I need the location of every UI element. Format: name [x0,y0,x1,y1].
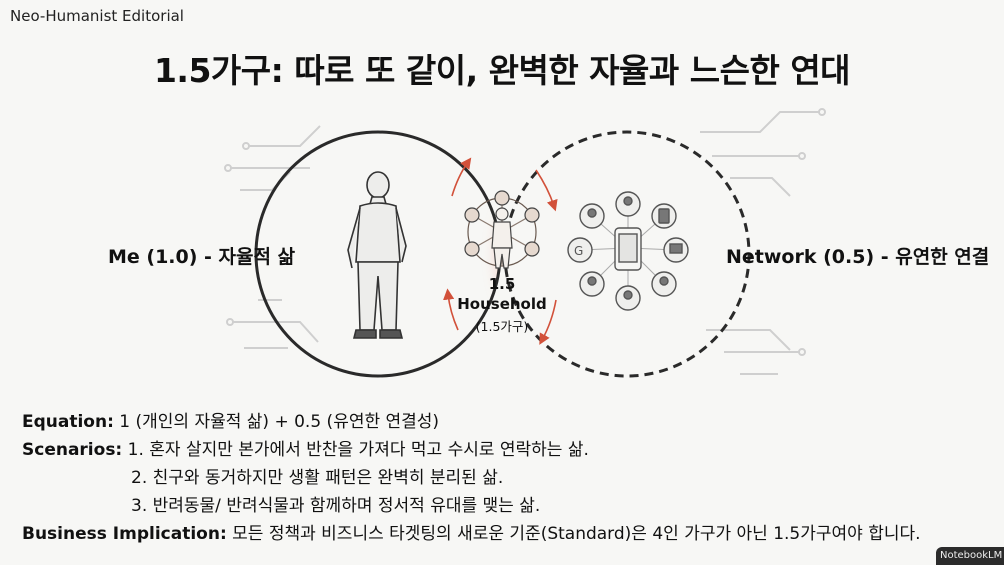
scenario-row-3: 3. 반려동물/ 반려식물과 함께하며 정서적 유대를 맺는 삶. [22,492,994,520]
svg-text:G: G [574,244,583,258]
implication-row: Business Implication: 모든 정책과 비즈니스 타겟팅의 새… [22,520,994,548]
circuit-lines-left [224,125,321,349]
implication-label: Business Implication: [22,524,227,544]
scenario-item-2: 2. 친구와 동거하지만 생활 패턴은 완벽히 분리된 삶. [131,468,504,488]
network-icons: G [567,191,689,311]
scenario-item-1: 1. 혼자 살지만 본가에서 반찬을 가져다 먹고 수시로 연락하는 삶. [127,440,589,460]
center-value: 1.5 [488,275,516,293]
implication-text: 모든 정책과 비즈니스 타겟팅의 새로운 기준(Standard)은 4인 가구… [232,524,921,544]
brand-label: Neo-Humanist Editorial [10,7,184,25]
me-label: Me (1.0) - 자율적 삶 [108,246,296,268]
equation-row: Equation: 1 (개인의 자율적 삶) + 0.5 (유연한 연결성) [22,408,994,436]
scenario-row-1: Scenarios: 1. 혼자 살지만 본가에서 반찬을 가져다 먹고 수시로… [22,436,994,464]
circuit-lines-right [700,108,826,375]
center-network-illustration [464,190,540,269]
person-illustration [347,171,407,339]
network-label: Network (0.5) - 유연한 연결 [726,246,990,268]
center-title: Household [457,295,547,313]
scenarios-label: Scenarios: [22,440,123,460]
center-subtitle: (1.5가구) [475,319,529,334]
equation-label: Equation: [22,412,114,432]
page-title: 1.5가구: 따로 또 같이, 완벽한 자율과 느슨한 연대 [153,51,851,90]
scenario-item-3: 3. 반려동물/ 반려식물과 함께하며 정서적 유대를 맺는 삶. [131,496,541,516]
scenario-row-2: 2. 친구와 동거하지만 생활 패턴은 완벽히 분리된 삶. [22,464,994,492]
equation-text: 1 (개인의 자율적 삶) + 0.5 (유연한 연결성) [119,412,440,432]
description-block: Equation: 1 (개인의 자율적 삶) + 0.5 (유연한 연결성) … [22,408,994,548]
notebooklm-watermark: NotebookLM [936,547,1004,565]
flow-arrows [443,157,558,345]
